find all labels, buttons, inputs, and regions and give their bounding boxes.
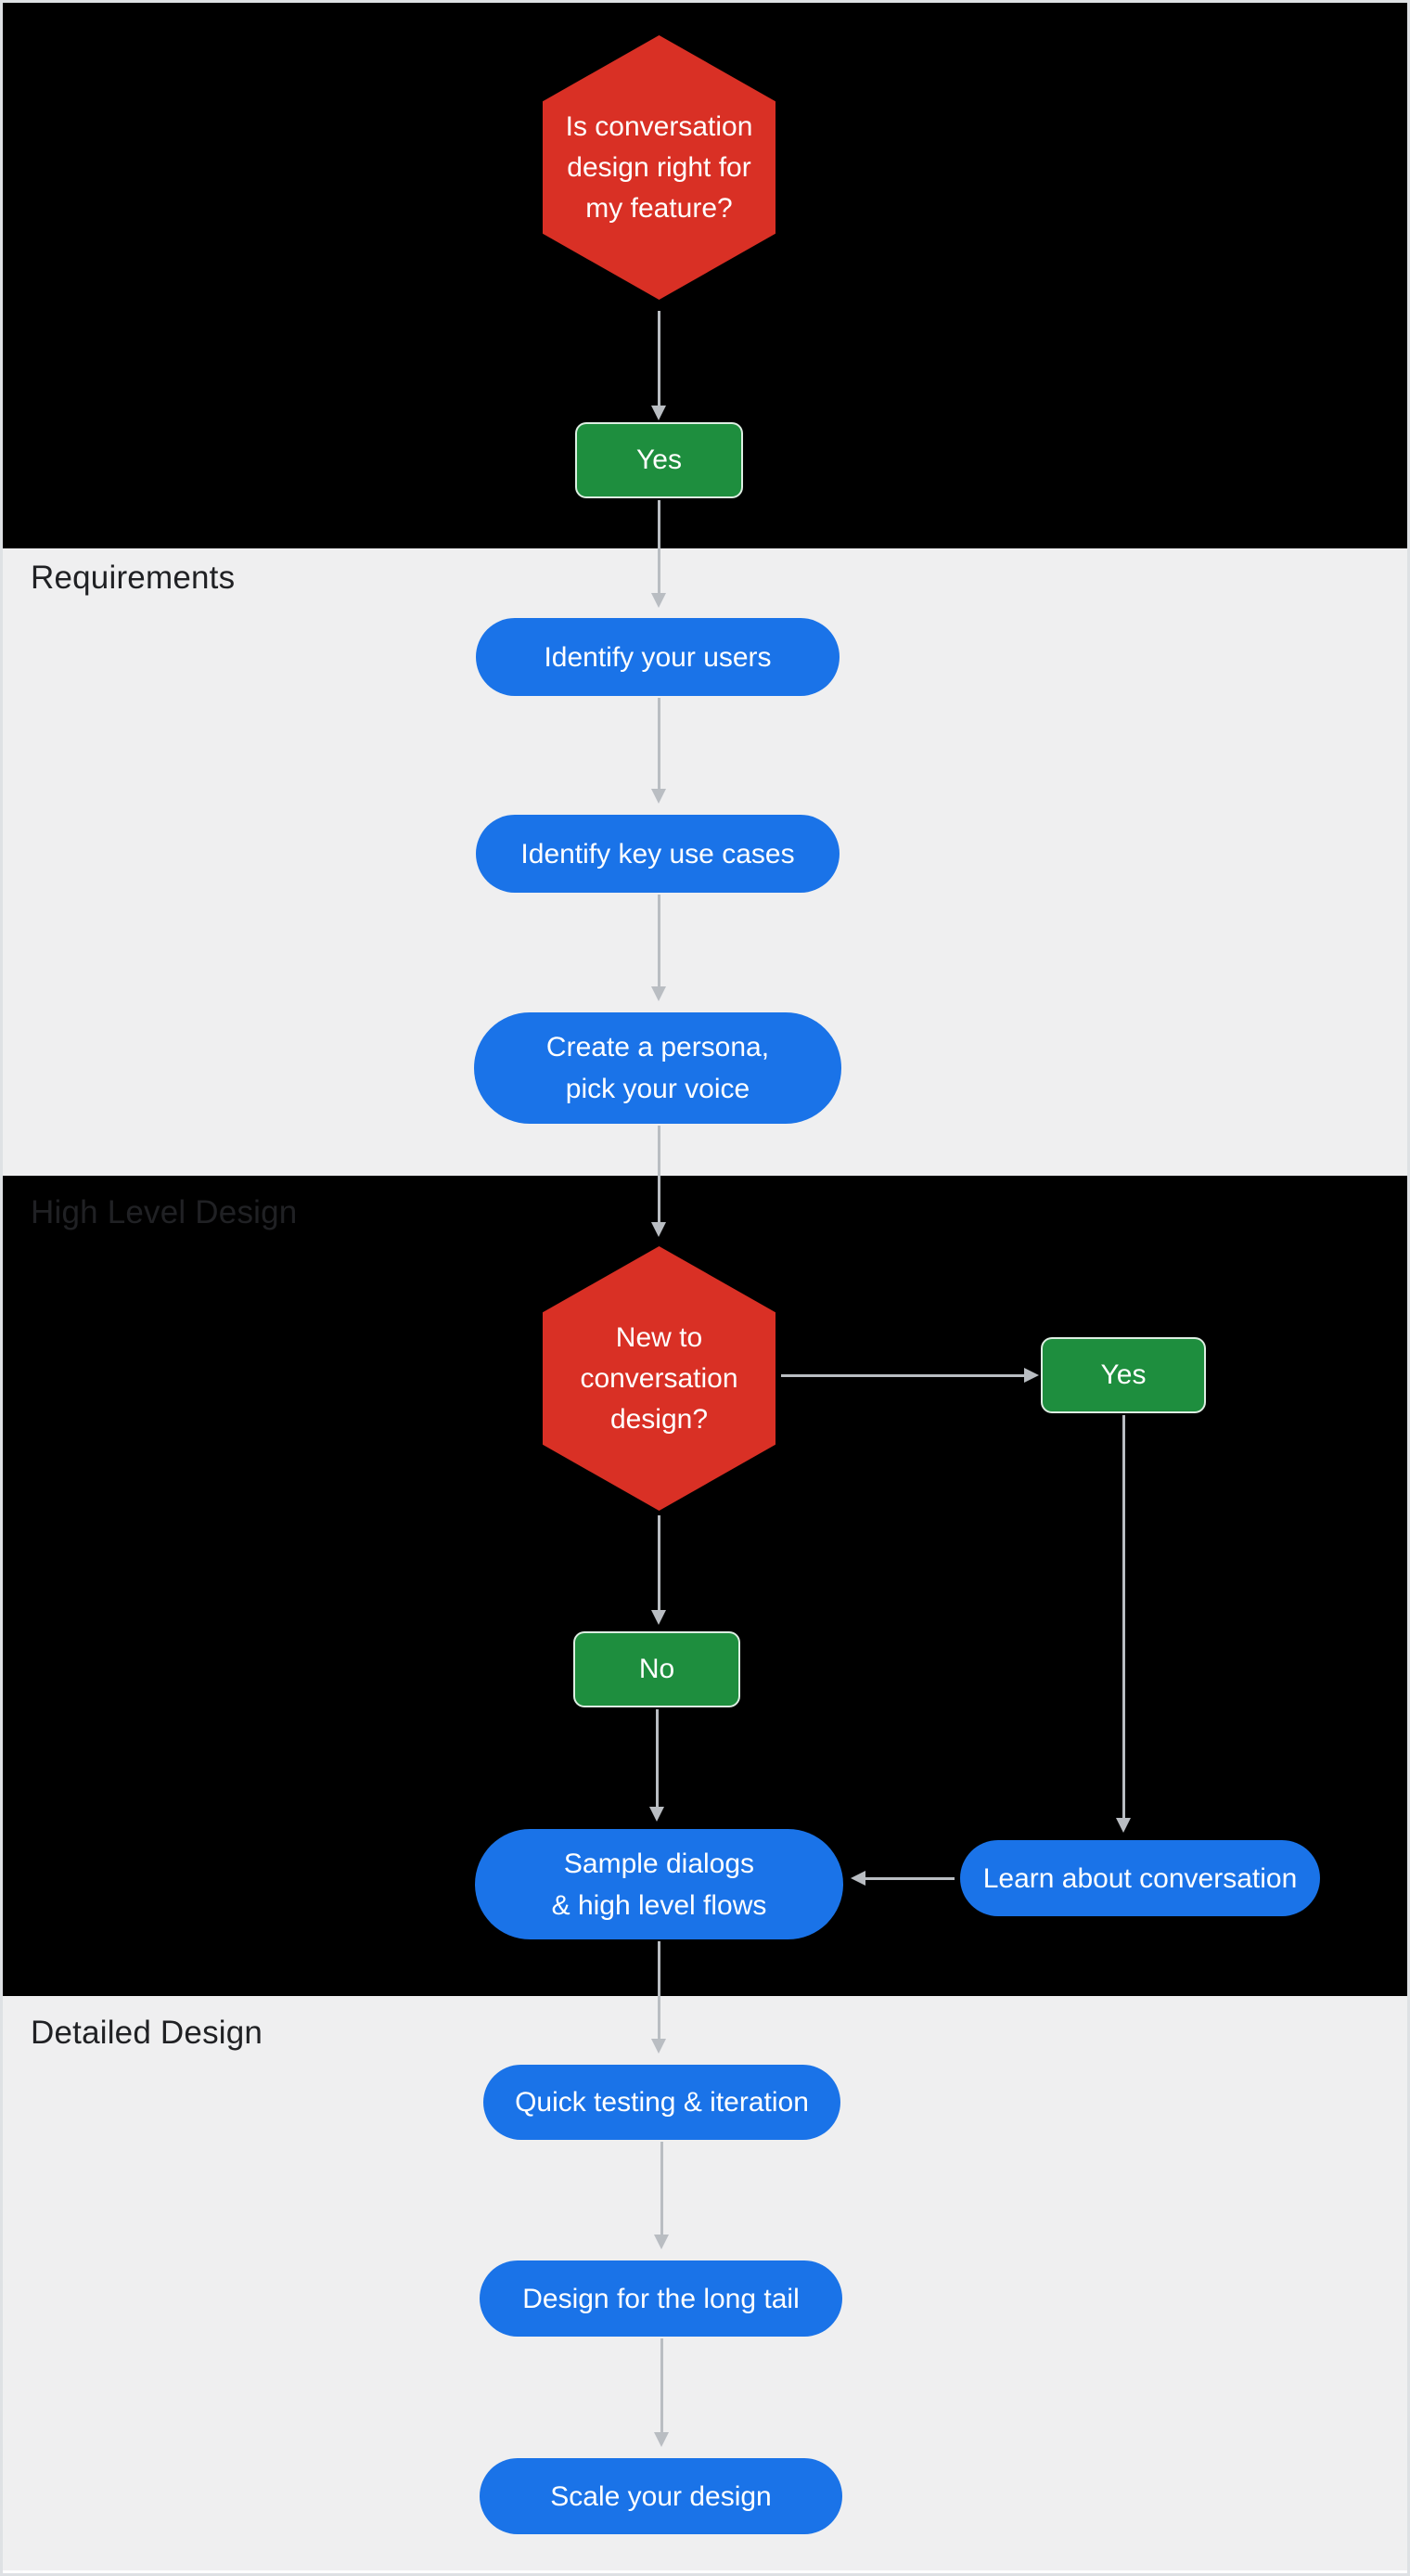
node-step-sample-dialogs: Sample dialogs & high level flows — [475, 1829, 843, 1939]
section-label-high-level-design: High Level Design — [31, 1194, 298, 1230]
arrow-new-decision-to-no — [651, 1515, 666, 1625]
node-step-scale-your-design: Scale your design — [480, 2458, 842, 2534]
arrow-yes-to-learn — [1116, 1415, 1131, 1833]
node-answer-yes-new: Yes — [1041, 1337, 1206, 1413]
node-step-identify-your-users: Identify your users — [476, 618, 840, 696]
arrow-no-to-sample-dialogs — [649, 1709, 664, 1822]
arrow-use-cases-to-persona — [651, 895, 666, 1001]
arrow-learn-to-sample-dialogs — [851, 1871, 955, 1886]
arrow-persona-to-new-decision — [651, 1126, 666, 1237]
node-step-identify-key-use-cases: Identify key use cases — [476, 815, 840, 893]
arrow-sample-to-quick-testing — [651, 1941, 666, 2054]
node-step-quick-testing: Quick testing & iteration — [483, 2065, 840, 2140]
node-step-create-a-persona: Create a persona, pick your voice — [474, 1012, 841, 1124]
section-label-detailed-design: Detailed Design — [31, 2015, 263, 2051]
arrow-yes-to-identify-users — [651, 500, 666, 608]
arrow-users-to-use-cases — [651, 698, 666, 804]
node-answer-yes-start: Yes — [575, 422, 743, 498]
node-step-design-long-tail: Design for the long tail — [480, 2260, 842, 2337]
node-step-learn-about-conversation: Learn about conversation — [960, 1840, 1320, 1916]
node-answer-no-new: No — [573, 1631, 740, 1707]
arrow-new-decision-to-yes — [781, 1368, 1039, 1383]
section-label-requirements: Requirements — [31, 560, 236, 596]
arrow-quick-testing-to-long-tail — [654, 2142, 669, 2249]
arrow-long-tail-to-scale — [654, 2338, 669, 2447]
arrow-start-decision-to-yes — [651, 311, 666, 420]
